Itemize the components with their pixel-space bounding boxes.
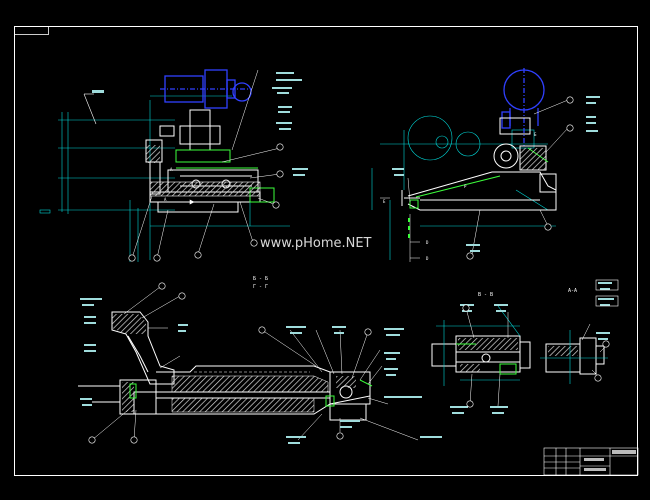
mark-p: Р	[464, 184, 467, 189]
motor-outline-left	[160, 69, 252, 109]
mark-b: Б	[534, 132, 537, 137]
mark-d2: D	[426, 256, 429, 261]
mark-e: Е	[383, 199, 386, 204]
mark-d1: D	[426, 240, 429, 245]
section-label-main-top: Б - Б	[253, 276, 268, 282]
top-right-side-view: D D Е Р Б	[371, 68, 600, 262]
drawing-frame	[14, 26, 638, 476]
section-label-right: А-А	[568, 288, 577, 294]
top-left-assembly-view: А А	[39, 69, 308, 262]
section-label-mid: В - В	[478, 292, 493, 298]
section-label-main-bottom: Г - Г	[253, 284, 268, 290]
mark-a2: А	[164, 197, 167, 202]
watermark-text: www.pHome.NET	[260, 236, 372, 251]
bottom-left-section-view: Б - Б Г - Г	[78, 276, 442, 444]
title-block	[543, 447, 639, 476]
motor-outline-right	[501, 68, 545, 148]
bottom-right-section-view: А-А	[540, 279, 619, 384]
bottom-middle-section-view: В - В	[431, 292, 531, 414]
mark-a1: А	[170, 167, 173, 172]
